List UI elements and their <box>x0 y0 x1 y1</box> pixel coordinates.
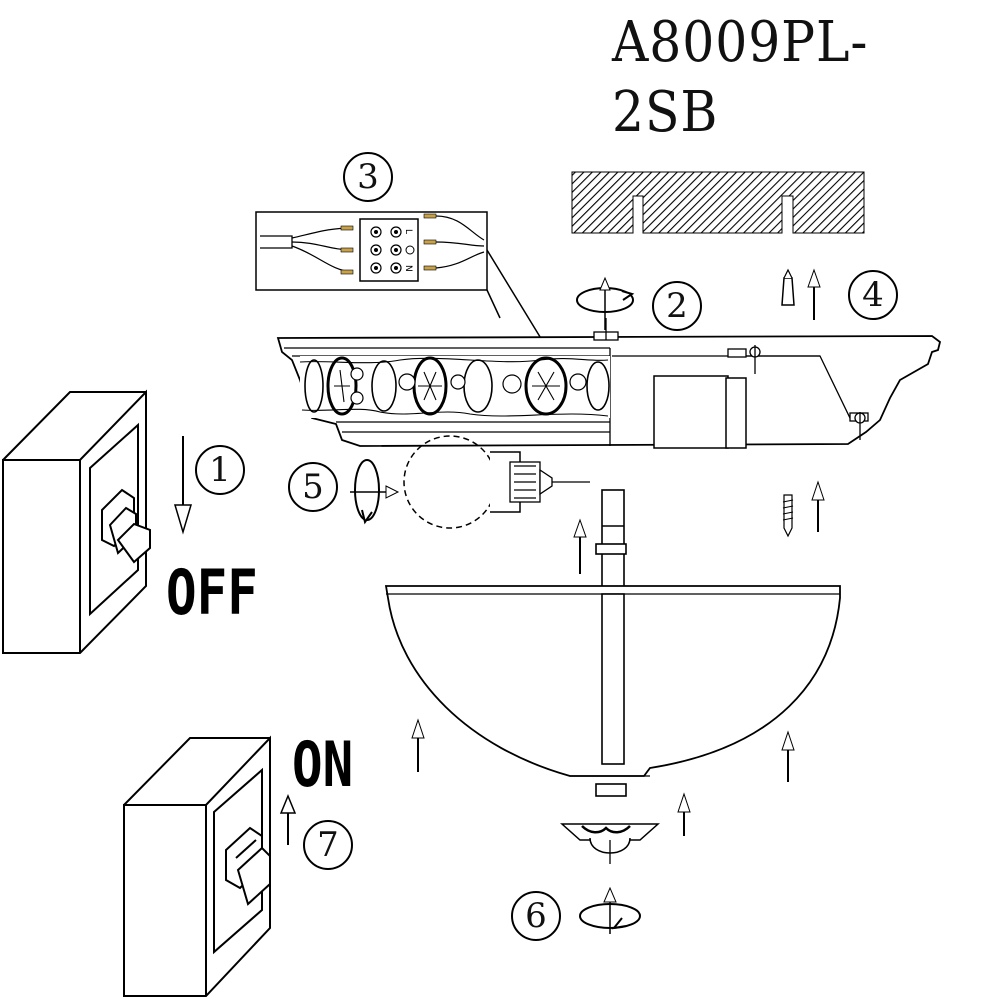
ceiling <box>571 171 865 234</box>
wall-anchor-icon <box>781 268 821 320</box>
arrow-down-off <box>173 436 193 535</box>
glass-bowl <box>384 585 841 777</box>
terminal-neutral-label: N <box>403 265 413 272</box>
step-7-circle <box>303 820 353 870</box>
light-bulb <box>403 435 590 529</box>
step-5-circle <box>288 462 338 512</box>
rotate-arrow-bottom <box>579 886 641 934</box>
step-2-number: 2 <box>666 286 688 326</box>
screw-icon <box>782 480 825 538</box>
arrow-up-bowl-right <box>781 730 795 782</box>
arrow-up-on <box>279 794 297 845</box>
step-6-number: 6 <box>525 896 547 936</box>
terminal-live-label: L <box>403 229 413 234</box>
step-4-circle <box>848 270 898 320</box>
arrow-up-rod <box>573 518 587 574</box>
arrow-up-finial <box>677 792 691 836</box>
step-3-circle <box>343 152 393 202</box>
step-3-number: 3 <box>357 157 379 197</box>
switch-off-label: OFF <box>166 556 258 629</box>
ceiling-canopy <box>276 318 942 449</box>
rotate-arrow-bulb <box>350 459 400 525</box>
arrow-up-bowl-left <box>411 718 425 772</box>
model-number: A8009PL-2SB <box>612 10 869 145</box>
step-7-number: 7 <box>317 825 339 865</box>
step-1-circle <box>195 445 245 495</box>
finial <box>560 823 660 864</box>
switch-on-label: ON <box>292 728 354 801</box>
step-1-number: 1 <box>209 450 231 490</box>
step-2-circle <box>652 281 702 331</box>
wall-switch-on <box>123 735 271 997</box>
step-5-number: 5 <box>302 467 324 507</box>
wall-switch-off <box>2 389 151 654</box>
step-6-circle <box>511 891 561 941</box>
step-4-number: 4 <box>862 275 884 315</box>
rotate-arrow-top <box>576 276 635 330</box>
step-circles <box>195 152 898 941</box>
wiring-inset: L N <box>255 211 546 346</box>
